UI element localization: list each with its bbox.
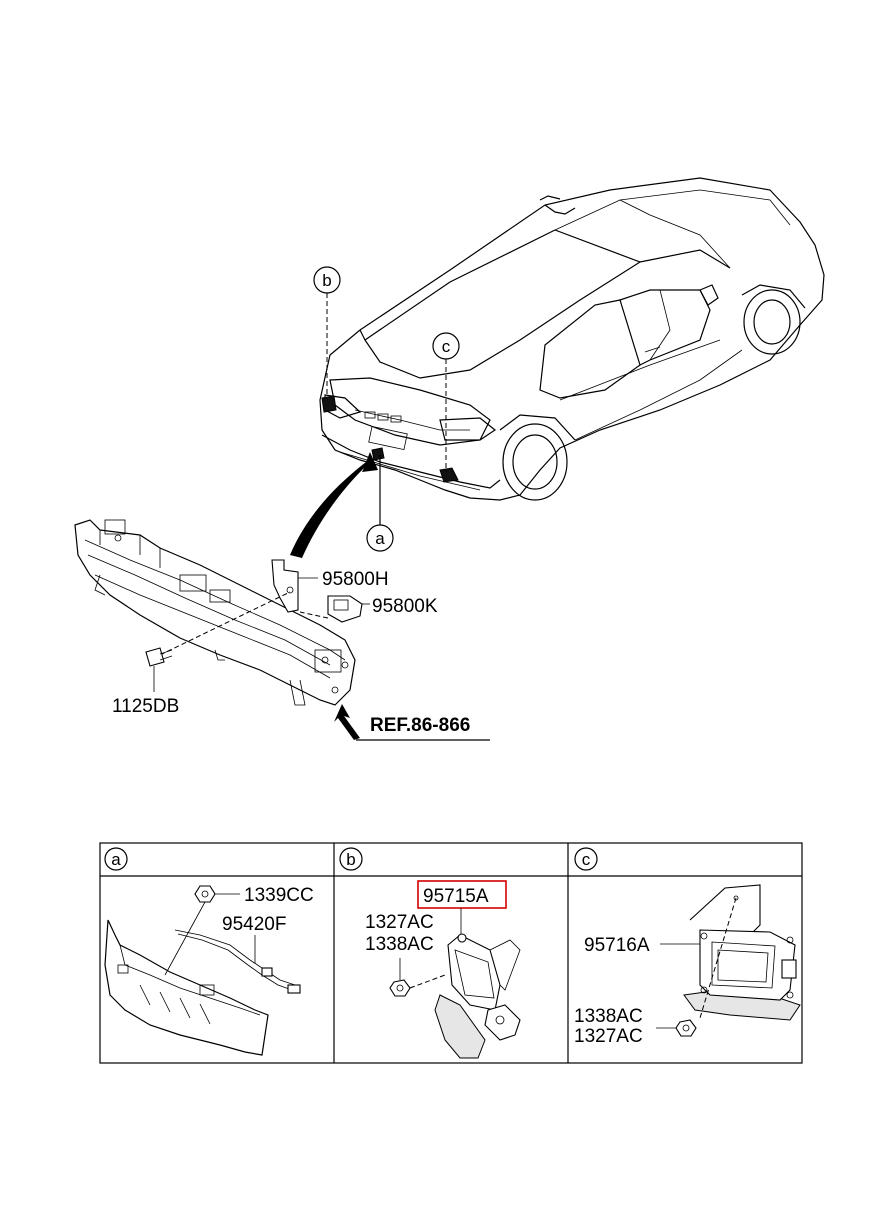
label-1338AC-c: 1338AC [574, 1006, 643, 1027]
label-95715A: 95715A [423, 886, 489, 907]
highlight-box-95715A [417, 880, 507, 909]
callout-c-label: c [442, 337, 451, 356]
car-illustration [319, 177, 825, 501]
callout-b-label: b [322, 271, 331, 290]
ref-label: REF.86-866 [370, 715, 470, 736]
table-header-a: a [111, 850, 121, 869]
label-1338AC-b: 1338AC [365, 934, 434, 955]
detail-table: a b c 1339CC 95420F [99, 842, 803, 1064]
label-1327AC-b: 1327AC [365, 912, 434, 933]
callout-a-label: a [375, 529, 385, 548]
label-1339CC: 1339CC [244, 885, 314, 906]
bracket-95800H: 95800H [271, 559, 389, 613]
label-95716A: 95716A [584, 935, 650, 956]
cell-a: 1339CC 95420F [104, 885, 314, 1056]
label-95800K: 95800K [372, 596, 438, 617]
ref-pointer: REF.86-866 [334, 704, 490, 741]
bumper-beam [74, 519, 356, 706]
label-1327AC-c: 1327AC [574, 1026, 643, 1047]
label-95800H: 95800H [322, 569, 389, 590]
table-header-c: c [582, 850, 591, 869]
cell-c: 95716A 1338AC 1327AC [574, 884, 801, 1047]
bolt-1125DB: 1125DB [112, 647, 179, 717]
cell-b: 95715A 1327AC 1338AC [365, 880, 521, 1059]
curved-arrow [290, 452, 378, 558]
callout-b: b [313, 266, 341, 398]
label-95420F: 95420F [222, 914, 286, 935]
callout-c: c [432, 332, 460, 472]
table-header-b: b [346, 850, 355, 869]
sensor-95800K: 95800K [299, 595, 438, 623]
label-1125DB: 1125DB [112, 696, 179, 717]
callout-a: a [366, 455, 394, 552]
